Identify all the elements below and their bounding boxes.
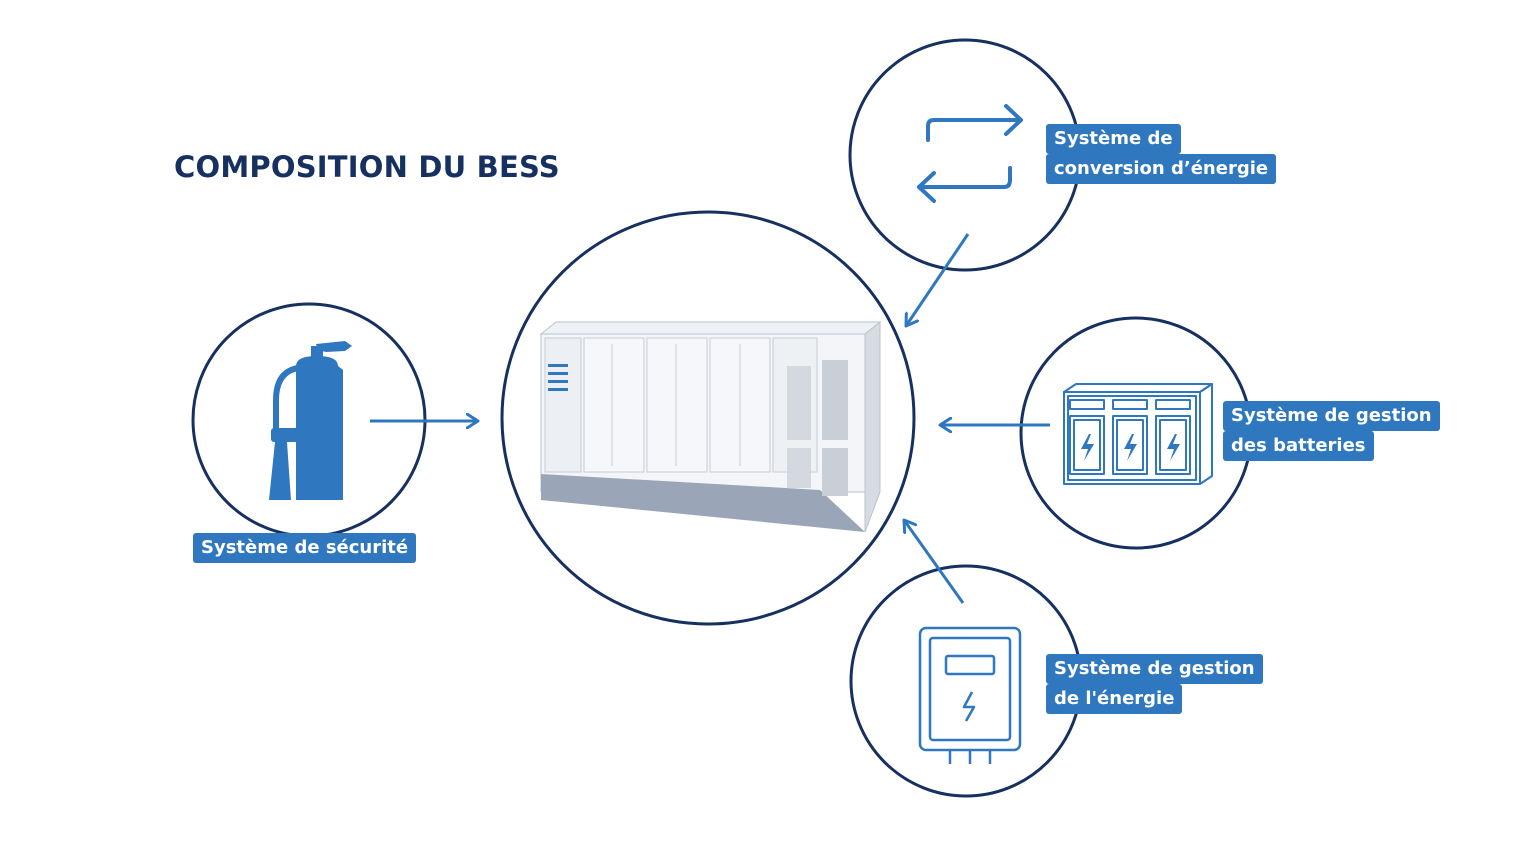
label-safety-system: Système de sécurité [193, 533, 417, 563]
battery-cabinet-icon [1063, 383, 1213, 485]
energy-meter-icon [918, 626, 1022, 764]
center-circle [500, 210, 916, 626]
fire-extinguisher-icon [269, 341, 352, 500]
exchange-arrows-icon [917, 104, 1023, 203]
arrow-energy [904, 520, 965, 604]
label-battery-management-system: Système de gestion des batteries [1223, 401, 1440, 461]
label-conversion-system: Système de conversion d’énergie [1046, 124, 1277, 184]
bess-container-icon [539, 320, 882, 533]
label-energy-management-system: Système de gestion de l'énergie [1046, 654, 1263, 714]
arrow-conversion [906, 233, 970, 326]
battery-circle [1019, 316, 1253, 550]
diagram-title: COMPOSITION DU BESS [174, 150, 560, 184]
